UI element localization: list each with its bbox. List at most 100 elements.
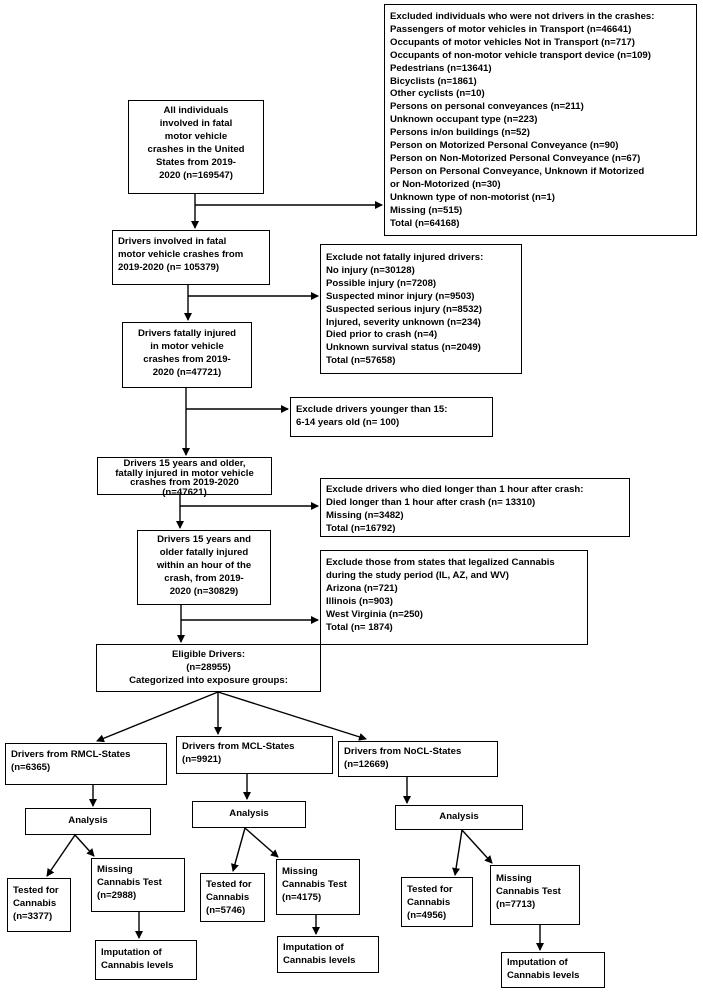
box-text: in motor vehicle <box>150 340 224 352</box>
box-text: Cannabis levels <box>283 954 356 966</box>
box-text: Tested for <box>407 884 453 895</box>
box-text: 2020 (n=30829) <box>169 585 239 597</box>
box-text: Other cyclists (n=10) <box>390 88 485 100</box>
box-missing-rmcl: Missing Cannabis Test (n=2988) <box>91 858 185 912</box>
box-text: Illinois (n=903) <box>326 595 393 607</box>
box-text: Persons on personal conveyances (n=211) <box>390 101 584 113</box>
box-text: Cannabis <box>13 897 57 909</box>
box-exclude-young: Exclude drivers younger than 15: 6-14 ye… <box>290 397 493 437</box>
box-text: involved in fatal <box>159 117 233 129</box>
box-imputation-rmcl: Imputation of Cannabis levels <box>95 940 197 980</box>
box-rmcl-states: Drivers from RMCL-States (n=6365) <box>5 743 167 785</box>
box-text: or Non-Motorized (n=30) <box>390 178 501 190</box>
box-text: States from 2019- <box>156 156 236 168</box>
box-text: Imputation of <box>283 942 344 953</box>
box-within-hour: Drivers 15 years and older fatally injur… <box>137 530 271 605</box>
box-text: Unknown survival status (n=2049) <box>326 342 481 354</box>
box-text: (n=12669) <box>344 758 389 770</box>
box-text: crashes from 2019- <box>143 353 231 365</box>
box-tested-rmcl: Tested for Cannabis (n=3377) <box>7 878 71 932</box>
box-text: Missing <box>496 873 532 884</box>
box-text: Cannabis Test <box>282 878 347 890</box>
box-text: Cannabis Test <box>496 885 561 897</box>
box-text: Occupants of motor vehicles Not in Trans… <box>390 36 635 48</box>
box-text: Drivers 15 years and older, <box>123 458 246 469</box>
box-text: Cannabis levels <box>507 969 580 981</box>
box-text: Tested for <box>206 879 252 890</box>
box-text: crashes from 2019-2020 <box>130 477 239 489</box>
box-text: 2019-2020 (n= 105379) <box>118 261 220 273</box>
box-text: during the study period (IL, AZ, and WV) <box>326 569 509 581</box>
box-text: Occupants of non-motor vehicle transport… <box>390 49 651 61</box>
box-drivers-involved: Drivers involved in fatal motor vehicle … <box>112 230 270 285</box>
box-text: (n=28955) <box>186 661 231 673</box>
box-text: Missing <box>282 866 318 877</box>
box-text: Person on Motorized Personal Conveyance … <box>390 140 619 152</box>
box-text: Cannabis <box>407 896 451 908</box>
box-text: Died longer than 1 hour after crash (n= … <box>326 496 536 508</box>
box-text: (n=6365) <box>11 761 51 773</box>
box-text: Arizona (n=721) <box>326 582 398 594</box>
box-text: Drivers from RMCL-States <box>11 749 131 760</box>
box-text: Categorized into exposure groups: <box>129 674 288 686</box>
arrow-nocl-to-missing <box>461 829 493 864</box>
box-drivers-15-older: Drivers 15 years and older, fatally inju… <box>97 457 272 498</box>
box-text: Exclude drivers who died longer than 1 h… <box>326 484 584 495</box>
box-text: Analysis <box>229 808 269 819</box>
box-text: Imputation of <box>507 957 568 968</box>
box-text: Person on Personal Conveyance, Unknown i… <box>390 165 645 177</box>
box-tested-nocl: Tested for Cannabis (n=4956) <box>401 877 473 927</box>
box-text: 2020 (n=47721) <box>152 366 222 378</box>
box-text: Total (n=57658) <box>326 355 396 367</box>
box-text: Suspected serious injury (n=8532) <box>326 303 482 315</box>
box-text: within an hour of the <box>156 559 252 571</box>
box-text: Analysis <box>439 811 479 822</box>
box-text: Missing (n=515) <box>390 204 463 216</box>
box-text: Passengers of motor vehicles in Transpor… <box>390 23 632 35</box>
box-text: Cannabis Test <box>97 876 162 888</box>
box-nocl-states: Drivers from NoCL-States (n=12669) <box>338 741 498 777</box>
box-text: 2020 (n=169547) <box>159 169 233 181</box>
box-text: fatally injured in motor vehicle <box>115 467 254 479</box>
box-text: Drivers from NoCL-States <box>344 746 462 757</box>
box-text: Died prior to crash (n=4) <box>326 329 438 341</box>
box-all-individuals: All individuals involved in fatal motor … <box>128 100 264 194</box>
box-analysis-mcl: Analysis <box>192 801 306 828</box>
box-text: Exclude those from states that legalized… <box>326 557 555 568</box>
box-text: Cannabis <box>206 891 250 903</box>
box-text: Injured, severity unknown (n=234) <box>326 316 481 328</box>
box-missing-mcl: Missing Cannabis Test (n=4175) <box>276 859 360 915</box>
arrow-mcl-to-missing <box>244 827 279 858</box>
box-text: Drivers fatally injured <box>137 328 237 339</box>
arrow-mcl-to-tested <box>231 827 246 872</box>
box-text: (n=7713) <box>496 898 536 910</box>
box-text: (n=5746) <box>206 904 246 916</box>
box-text: 6-14 years old (n= 100) <box>296 416 400 428</box>
box-exclude-states: Exclude those from states that legalized… <box>320 550 588 645</box>
box-text: (n=3377) <box>13 910 53 922</box>
box-text: (n=4175) <box>282 891 322 903</box>
box-analysis-nocl: Analysis <box>395 805 523 830</box>
box-text: All individuals <box>163 105 229 116</box>
box-tested-mcl: Tested for Cannabis (n=5746) <box>200 873 265 922</box>
box-text: Tested for <box>13 885 59 896</box>
box-text: Cannabis levels <box>101 959 174 971</box>
box-text: (n=47621) <box>162 486 207 498</box>
box-analysis-rmcl: Analysis <box>25 808 151 835</box>
arrow-eligible-to-nocl <box>217 691 367 741</box>
arrow-eligible-to-rmcl <box>96 691 219 743</box>
box-text: older fatally injured <box>159 546 249 558</box>
box-mcl-states: Drivers from MCL-States (n=9921) <box>176 736 333 774</box>
box-text: Missing <box>97 864 133 875</box>
box-text: No injury (n=30128) <box>326 264 415 276</box>
box-text: Excluded individuals who were not driver… <box>390 11 655 22</box>
box-text: Bicyclists (n=1861) <box>390 75 477 87</box>
box-text: Eligible Drivers: <box>171 649 246 660</box>
box-text: crash, from 2019- <box>164 572 244 584</box>
box-fatally-injured: Drivers fatally injured in motor vehicle… <box>122 322 252 388</box>
box-text: Exclude drivers younger than 15: <box>296 404 448 415</box>
box-text: Possible injury (n=7208) <box>326 277 437 289</box>
box-text: (n=2988) <box>97 889 137 901</box>
box-text: crashes in the United <box>147 143 245 155</box>
box-text: (n=4956) <box>407 909 447 921</box>
